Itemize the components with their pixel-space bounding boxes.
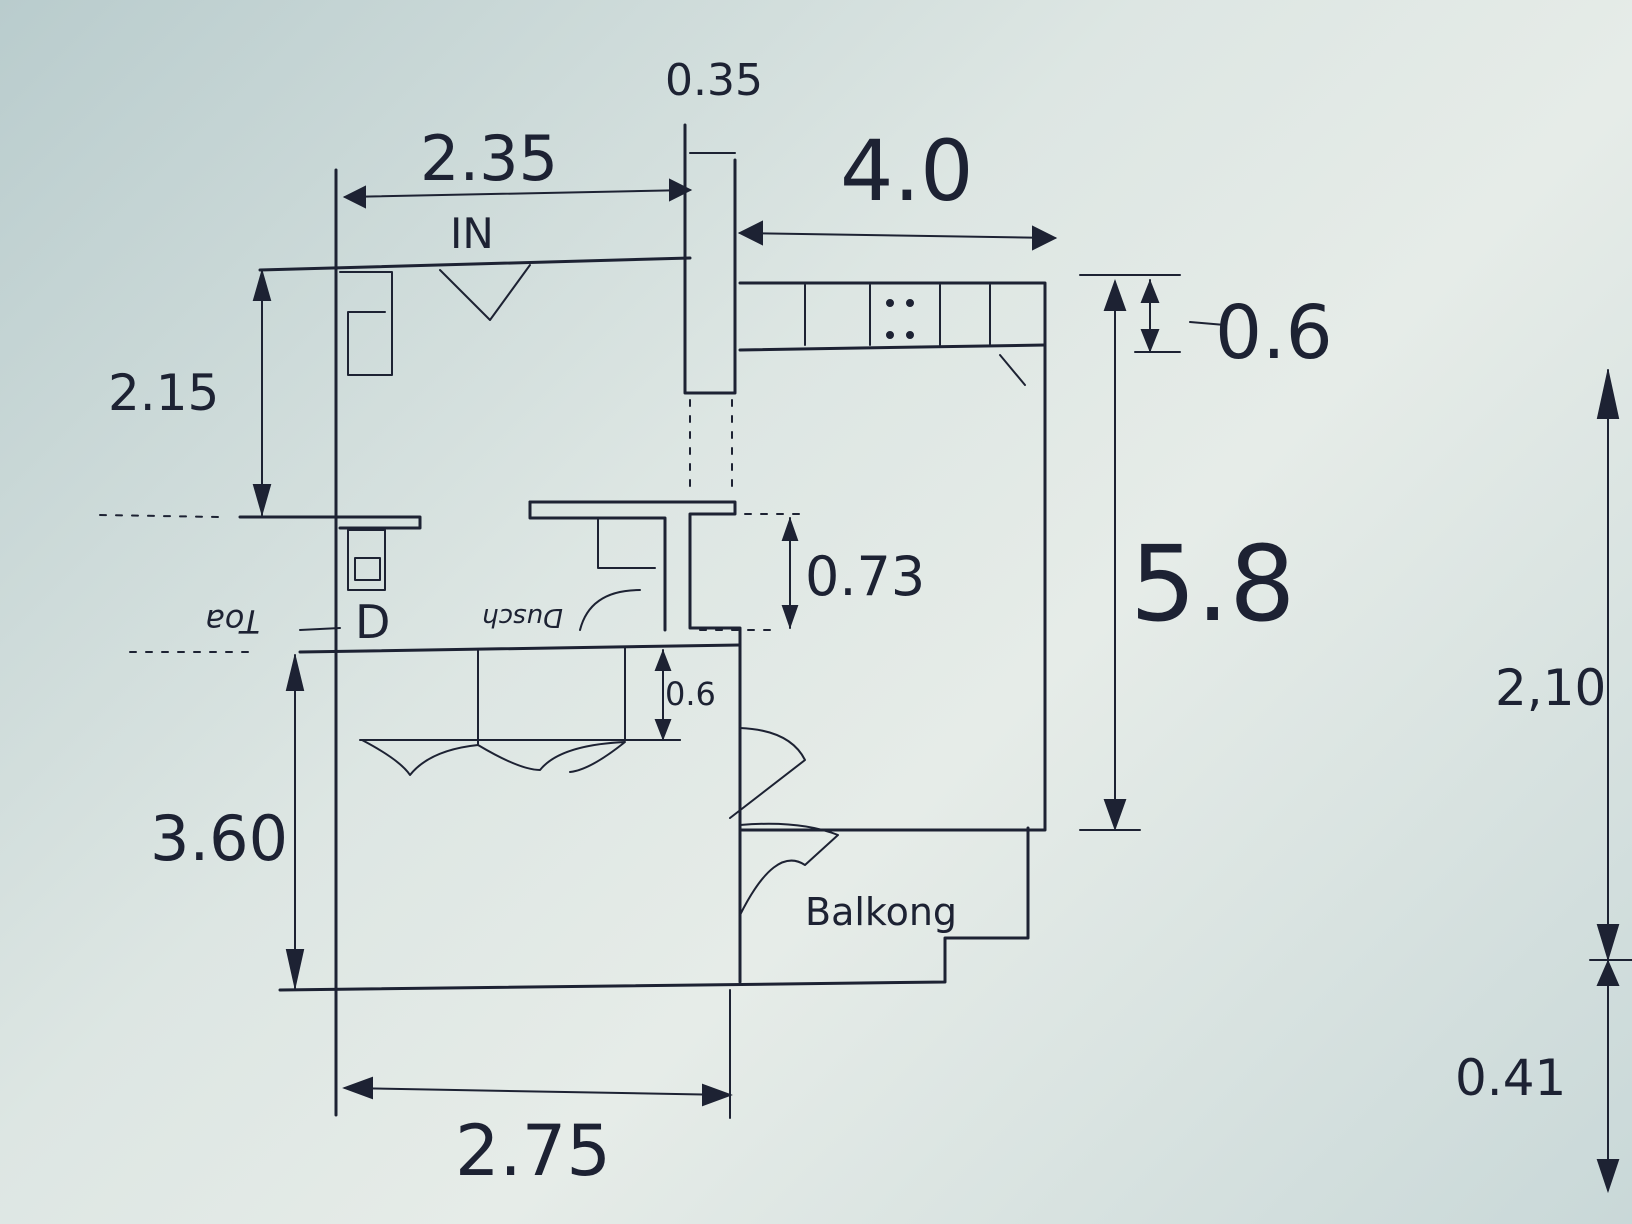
balcony-label: Balkong (805, 890, 957, 934)
hob-dot (906, 299, 914, 307)
dim-label-0-41: 0.41 (1455, 1049, 1566, 1107)
entrance-door-swing (439, 264, 531, 321)
arrowhead (1103, 799, 1127, 831)
hob-dot (886, 299, 894, 307)
wardrobe-door-swings (361, 739, 626, 776)
hall-wall-shelf (238, 515, 422, 530)
arrowhead (781, 605, 799, 630)
hob-dot (906, 331, 914, 339)
dimension-lines (252, 152, 1632, 1194)
measurement-labels: 2.35 0.35 4.0 0.6 5.8 2.15 3.60 2.75 0.7… (108, 55, 1606, 1192)
dividing-wall-block (683, 123, 737, 395)
dim-line-4-0 (739, 232, 1056, 239)
arrowhead (1032, 225, 1058, 251)
shower-tray (597, 517, 656, 569)
arrowhead (285, 656, 305, 691)
arrowhead (669, 178, 693, 202)
arrowhead (654, 649, 672, 671)
shower-label: Dusch (482, 602, 563, 632)
dim-label-2-10: 2,10 (1495, 659, 1606, 717)
room-labels: IN D Balkong Toa Dusch (205, 209, 957, 934)
dim-label-2-75: 2.75 (455, 1110, 611, 1192)
hob-dot (886, 331, 894, 339)
arrowhead (654, 719, 672, 741)
arrowhead (252, 268, 272, 301)
dim-label-0-73: 0.73 (805, 545, 925, 608)
arrowhead (1596, 924, 1620, 962)
sink (347, 529, 386, 591)
sink-bowl (354, 557, 381, 581)
arrowhead (1596, 959, 1620, 986)
toilet-leader (299, 627, 341, 631)
walls (99, 123, 1047, 1117)
top-wall-left (258, 256, 692, 272)
arrowhead (252, 484, 272, 517)
dim-label-0-6-top: 0.6 (1215, 290, 1333, 376)
arrowhead (781, 516, 799, 541)
dim-label-0-35: 0.35 (665, 55, 763, 106)
closet-guide-dashes (699, 513, 801, 631)
arrowhead (1140, 329, 1160, 353)
balcony-door-swing (739, 822, 839, 916)
entrance-closet (339, 271, 393, 376)
dim-line-2-35 (344, 189, 691, 198)
kitchen-counter-divisions (804, 284, 991, 346)
dim-line-2-75 (344, 989, 731, 1119)
dim-label-0-6-wardrobe: 0.6 (665, 675, 716, 713)
wardrobe-divisions (477, 647, 626, 746)
arrowhead (342, 185, 366, 209)
bottom-wall (278, 826, 1030, 992)
dim-line-side-scale (1589, 369, 1632, 1191)
arrowhead (702, 1083, 733, 1107)
dim-line-5-8 (1079, 274, 1181, 831)
bathroom-wall (528, 500, 742, 737)
bedroom-door-swing (729, 727, 806, 819)
dim-label-5-8: 5.8 (1130, 523, 1295, 645)
counter-corner-mark (999, 354, 1026, 386)
dim-label-3-60: 3.60 (150, 802, 288, 875)
entrance-label: IN (450, 209, 494, 258)
door-mark-label: D (355, 595, 390, 649)
arrowhead (285, 949, 305, 987)
toilet-label: Toa (205, 602, 260, 640)
shower-door-swing (579, 589, 641, 631)
dim-label-2-15: 2.15 (108, 364, 219, 422)
arrowhead (1596, 371, 1620, 419)
right-room-wall (738, 281, 1047, 832)
arrowhead (342, 1076, 373, 1100)
arrowhead (737, 220, 763, 246)
dim-label-4-0: 4.0 (840, 122, 974, 220)
arrowhead (1103, 279, 1127, 311)
kitchen-counter-front (738, 343, 1047, 352)
arrowhead (1140, 279, 1160, 303)
dim-label-2-35: 2.35 (420, 122, 558, 195)
bedroom-top-wall (298, 643, 742, 654)
guide-dash-upper (99, 514, 221, 518)
dividing-wall-dashed (689, 399, 733, 496)
arrowhead (1596, 1159, 1620, 1194)
